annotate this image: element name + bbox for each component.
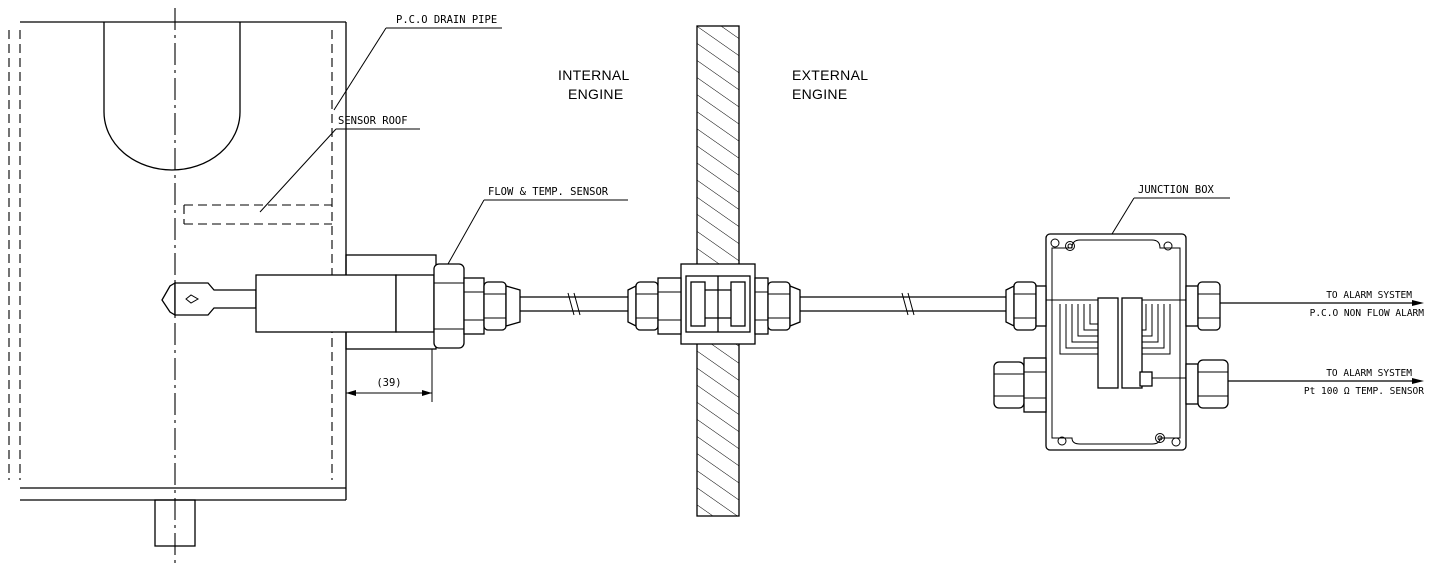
drain-pipe-label: P.C.O DRAIN PIPE: [396, 14, 497, 26]
output-1-destination: TO ALARM SYSTEM: [1326, 290, 1412, 301]
junction-box: [1045, 233, 1187, 451]
external-zone-line1: EXTERNAL: [792, 67, 868, 83]
output-1-signal: P.C.O NON FLOW ALARM: [1310, 308, 1425, 319]
leader-junction-box: [1111, 197, 1230, 235]
cable-external: [800, 292, 1006, 316]
external-zone-line2: ENGINE: [792, 86, 847, 102]
dimension-39: [345, 349, 433, 402]
internal-zone-line1: INTERNAL: [558, 67, 630, 83]
junction-box-glands: [993, 281, 1229, 413]
internal-zone-line2: ENGINE: [568, 86, 623, 102]
output-2-destination: TO ALARM SYSTEM: [1326, 368, 1412, 379]
dimension-label: (39): [376, 377, 401, 389]
sensor-roof: [183, 204, 332, 225]
junction-box-label: JUNCTION BOX: [1138, 184, 1215, 196]
flow-temp-sensor: [161, 254, 521, 350]
piston-body: [8, 21, 347, 547]
cable-internal: [520, 292, 628, 316]
output-line-alarm: [1220, 300, 1424, 306]
sensor-roof-label: SENSOR ROOF: [338, 115, 408, 127]
leader-sensor-roof: [259, 128, 420, 213]
leader-drain-pipe: [333, 27, 502, 111]
output-line-temp: [1228, 378, 1424, 384]
sensor-label: FLOW & TEMP. SENSOR: [488, 186, 609, 198]
output-2-signal: Pt 100 Ω TEMP. SENSOR: [1304, 386, 1424, 397]
leader-sensor: [447, 199, 628, 265]
wall-feedthrough: [627, 263, 801, 345]
